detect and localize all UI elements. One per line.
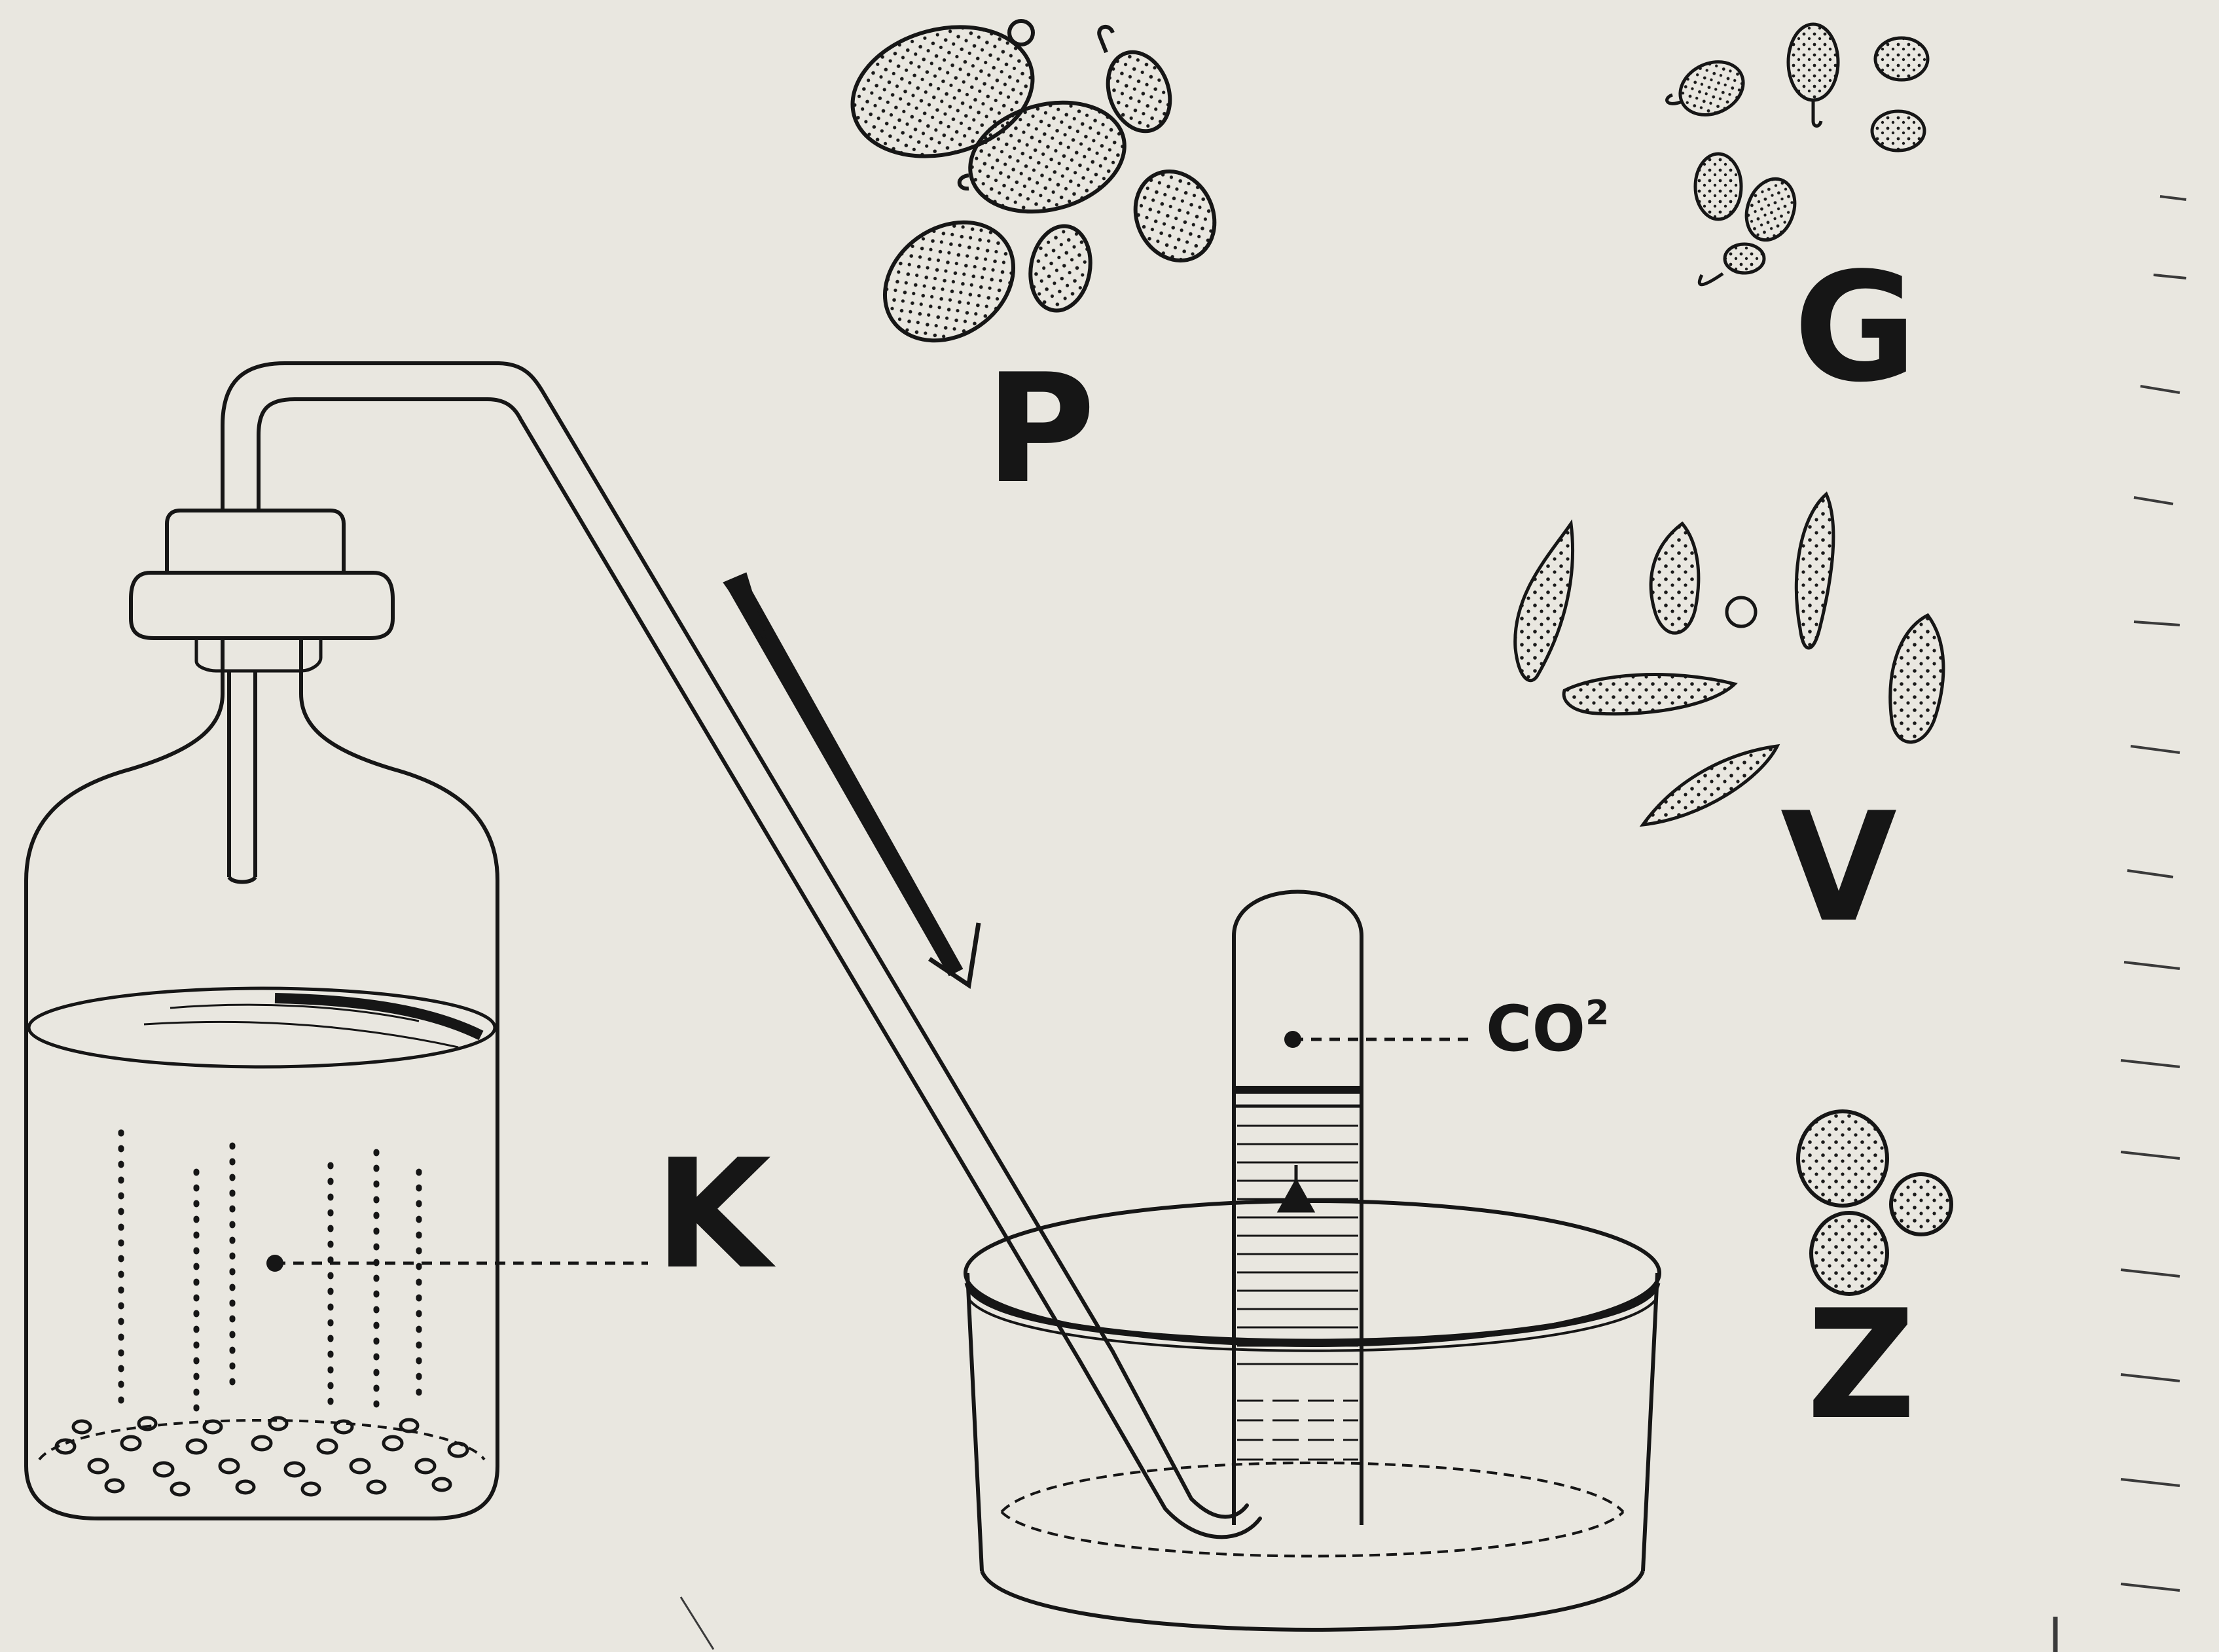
- label-p: P: [985, 342, 1096, 517]
- label-co2: CO2: [1486, 992, 1609, 1066]
- label-co2-sub: 2: [1585, 994, 1609, 1033]
- yeast-group-v: [1515, 494, 1943, 825]
- bottle-bubbles: [121, 1132, 419, 1414]
- label-v: V: [1780, 781, 1897, 956]
- leader-dot-k: [266, 1255, 283, 1272]
- tube-bubble-arrow: [1280, 1165, 1312, 1211]
- edge-marks: [681, 196, 2186, 1652]
- leader-lines: [275, 1039, 1473, 1263]
- yeast-group-z: [1798, 1111, 1951, 1294]
- label-g: G: [1794, 241, 1917, 416]
- delivery-tube: [223, 363, 1260, 1537]
- label-k: K: [655, 1128, 776, 1302]
- label-z: Z: [1807, 1278, 1916, 1453]
- flow-arrow: [723, 573, 979, 985]
- yeast-group-p: [838, 8, 1229, 365]
- label-co2-text: CO: [1486, 992, 1585, 1066]
- bottle: [26, 511, 497, 1518]
- leader-dot-co2: [1284, 1031, 1301, 1048]
- basin: [965, 1201, 1659, 1630]
